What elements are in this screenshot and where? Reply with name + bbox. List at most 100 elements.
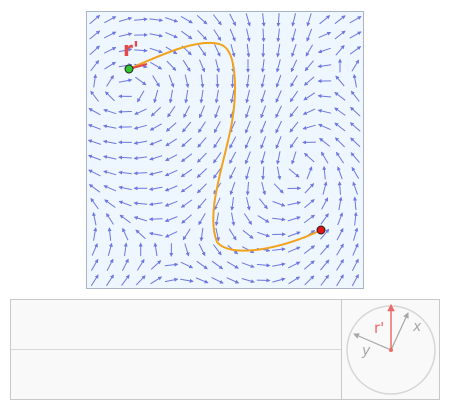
field-arrow [304, 152, 315, 163]
field-arrow [260, 151, 266, 165]
field-arrow [245, 181, 250, 196]
field-arrow [198, 213, 206, 226]
field-arrow [103, 185, 117, 192]
field-arrow [195, 277, 209, 284]
field-arrow [289, 136, 299, 149]
field-arrow [164, 169, 178, 177]
field-arrow [353, 196, 358, 211]
field-arrow [245, 74, 250, 89]
field-arrow [229, 13, 237, 27]
field-arrow [335, 75, 345, 87]
field-arrow [229, 151, 237, 164]
field-arrow [303, 260, 315, 270]
field-arrow [118, 155, 132, 160]
field-arrow [291, 28, 297, 42]
field-arrow [336, 258, 344, 271]
vector-field-panel[interactable]: r' [86, 11, 364, 289]
field-arrow [257, 231, 271, 238]
frame-origin [389, 348, 393, 352]
field-arrow [134, 48, 148, 53]
field-arrow [198, 105, 205, 119]
field-arrow [229, 166, 236, 180]
field-arrow [89, 45, 100, 56]
field-arrow [107, 227, 112, 241]
field-arrow [322, 181, 328, 195]
field-arrow [319, 15, 331, 25]
field-arrow [276, 28, 281, 43]
field-arrow [291, 44, 297, 58]
field-arrow [214, 105, 221, 119]
field-arrow [180, 278, 194, 283]
y-axis-arrow [353, 333, 392, 351]
field-arrow [337, 181, 342, 195]
field-arrow [353, 211, 358, 226]
field-arrow [303, 76, 315, 86]
field-arrow [148, 186, 163, 191]
field-arrow [180, 153, 193, 163]
field-arrow [150, 61, 163, 70]
field-arrow [199, 227, 204, 242]
field-arrow [336, 274, 344, 287]
field-arrow [260, 74, 266, 88]
field-arrow [272, 262, 286, 267]
value-row-1 [11, 300, 341, 350]
field-arrow [320, 213, 329, 225]
field-arrow [164, 185, 178, 192]
field-arrow [123, 242, 128, 257]
field-arrow [103, 31, 117, 39]
field-arrow [350, 90, 360, 102]
field-arrow [149, 18, 164, 23]
field-arrow [287, 246, 301, 253]
field-arrow [104, 91, 115, 102]
field-arrow [149, 139, 163, 146]
value-row-2 [11, 350, 341, 399]
field-arrow [197, 152, 207, 163]
field-arrow [260, 136, 267, 150]
field-arrow [261, 166, 266, 181]
field-arrow [303, 92, 316, 101]
field-arrow [89, 30, 101, 40]
path-curve[interactable] [128, 41, 322, 252]
field-arrow [291, 151, 297, 165]
field-arrow [200, 74, 205, 89]
field-arrow [180, 184, 193, 193]
field-arrow [214, 197, 221, 211]
field-arrow [318, 31, 332, 39]
field-arrow [321, 197, 329, 210]
field-arrow [133, 124, 148, 130]
field-arrow [184, 74, 190, 88]
field-arrow [182, 228, 191, 241]
field-arrow [134, 108, 147, 115]
field-arrow [87, 154, 101, 161]
field-arrow [133, 216, 148, 222]
field-arrow [272, 200, 286, 207]
field-arrow [198, 243, 206, 257]
field-arrow [104, 199, 116, 208]
field-arrow [118, 200, 132, 207]
field-arrow [302, 124, 316, 130]
field-arrow [349, 46, 362, 55]
field-arrow [90, 197, 99, 210]
field-arrow [334, 91, 346, 101]
field-arrow [306, 13, 312, 27]
field-arrow [152, 75, 160, 88]
start-point-handle[interactable] [124, 64, 134, 74]
field-arrow [102, 139, 117, 145]
field-arrow [256, 263, 271, 268]
vector-field-plot[interactable]: r' [87, 12, 363, 288]
field-arrow [276, 43, 281, 58]
field-arrow [287, 201, 302, 206]
end-point-handle[interactable] [316, 225, 326, 235]
field-arrow [164, 200, 178, 207]
field-arrow [165, 17, 179, 23]
field-arrow [93, 227, 98, 241]
field-arrow [107, 242, 113, 257]
field-arrow [197, 44, 207, 57]
field-arrow [260, 120, 267, 134]
x-axis-arrow [390, 312, 409, 351]
field-arrow [118, 185, 132, 191]
field-arrow [245, 13, 251, 27]
field-arrow [164, 216, 178, 223]
field-arrow [121, 274, 130, 286]
field-arrow [230, 89, 235, 104]
